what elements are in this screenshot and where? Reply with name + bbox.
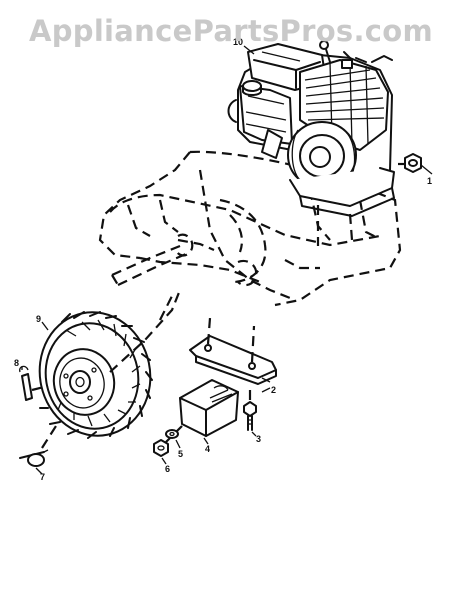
lynch-pin [19,449,49,467]
engine [227,40,395,217]
hitch-bracket [189,317,277,385]
callout-1: 1 [427,176,432,186]
callout-4: 4 [205,444,210,454]
wheel-weight [179,379,239,437]
tire-and-wheel [38,311,153,439]
flat-washer [165,429,179,439]
engine-mount-nut [404,153,433,175]
callout-9: 9 [36,314,41,324]
callout-8: 8 [14,358,19,368]
hairpin-cotter [19,365,33,401]
tiller-frame [98,150,402,307]
watermark: AppliancePartsPros.com [28,14,434,48]
lock-nut [153,439,169,457]
callout-7: 7 [40,472,45,482]
callout-2: 2 [271,385,276,395]
callout-3: 3 [256,434,261,444]
callout-10: 10 [233,37,243,47]
callout-5: 5 [178,449,183,459]
carriage-bolt [243,384,257,431]
callout-6: 6 [165,464,170,474]
